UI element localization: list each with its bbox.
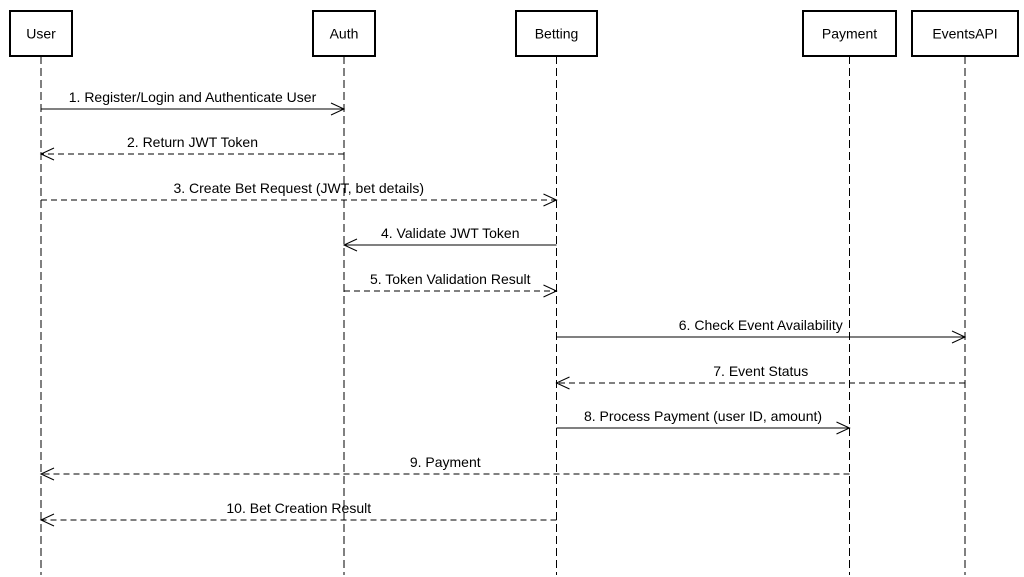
message-3: 3. Create Bet Request (JWT, bet details) (41, 180, 558, 207)
participant-box (515, 10, 598, 57)
message-label: 8. Process Payment (user ID, amount) (584, 408, 822, 424)
message-9: 9. Payment (39, 454, 850, 481)
participant-payment: Payment (802, 10, 897, 57)
arrow-head-icon (342, 238, 358, 252)
lifelines (40, 56, 966, 575)
messages: 1. Register/Login and Authenticate User 2… (39, 89, 967, 527)
message-label: 3. Create Bet Request (JWT, bet details) (173, 180, 424, 196)
message-10: 10. Bet Creation Result (39, 500, 557, 527)
arrow-head-icon (951, 330, 967, 344)
arrow-head-icon (330, 102, 346, 116)
message-label: 6. Check Event Availability (679, 317, 843, 333)
message-2: 2. Return JWT Token (39, 134, 344, 161)
participant-betting: Betting (515, 10, 598, 57)
participant-user: User (9, 10, 73, 57)
arrow-head-icon (543, 284, 558, 298)
participant-label: Betting (535, 26, 579, 42)
message-7: 7. Event Status (555, 363, 965, 390)
arrow-head-icon (836, 421, 851, 435)
message-label: 2. Return JWT Token (127, 134, 258, 150)
message-label: 7. Event Status (713, 363, 808, 379)
participant-label: EventsAPI (932, 26, 997, 42)
message-label: 4. Validate JWT Token (381, 225, 520, 241)
arrow-head-icon (543, 193, 558, 207)
message-6: 6. Check Event Availability (556, 317, 967, 344)
participant-box (911, 10, 1019, 57)
participant-auth: Auth (312, 10, 376, 57)
arrow-head-icon (39, 467, 55, 481)
arrow-head-icon (555, 376, 570, 390)
message-label: 9. Payment (410, 454, 481, 470)
participant-box (312, 10, 376, 57)
message-label: 5. Token Validation Result (370, 271, 531, 287)
participant-box (802, 10, 897, 57)
participant-label: Auth (330, 26, 359, 42)
arrow-head-icon (39, 147, 55, 161)
message-1: 1. Register/Login and Authenticate User (41, 89, 346, 116)
participant-eventsapi: EventsAPI (911, 10, 1019, 57)
participant-box (9, 10, 73, 57)
participant-label: Payment (822, 26, 877, 42)
message-4: 4. Validate JWT Token (342, 225, 557, 252)
arrow-head-icon (39, 513, 55, 527)
message-label: 1. Register/Login and Authenticate User (69, 89, 317, 105)
participant-label: User (26, 26, 56, 42)
message-8: 8. Process Payment (user ID, amount) (556, 408, 851, 435)
message-5: 5. Token Validation Result (344, 271, 558, 298)
message-label: 10. Bet Creation Result (226, 500, 371, 516)
participant-boxes: User Auth Betting Payment EventsAPI (9, 10, 1019, 57)
